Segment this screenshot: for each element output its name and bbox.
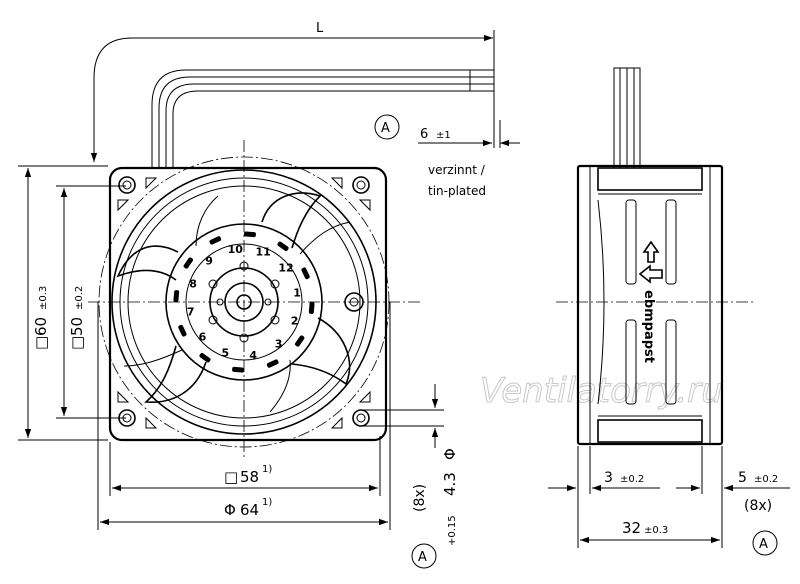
- airflow-arrow-icon: [642, 240, 660, 263]
- hub-slot: [209, 236, 222, 245]
- square-58-note: 1): [262, 464, 272, 475]
- hub-slot: [173, 290, 180, 303]
- square-60-value: 60: [32, 317, 50, 336]
- side-body: [576, 164, 724, 446]
- square-60-symbol: □: [32, 336, 50, 350]
- hub-holes: [208, 261, 280, 343]
- hole-count: (8x): [412, 484, 428, 512]
- impeller-number: 3: [275, 337, 283, 350]
- side-cable: [613, 67, 641, 169]
- impeller-number: 1: [293, 287, 301, 300]
- square-50-tolerance: ±0.2: [74, 286, 85, 310]
- dia-64-symbol: Φ: [224, 501, 236, 519]
- dimension-square-60: □ 60 ±0.3: [18, 165, 108, 441]
- hole-dia-tolerance: +0.15: [447, 515, 458, 546]
- impeller-number: 8: [189, 278, 197, 291]
- side-view: ebmpapst 3 ±0.2 5 ±0.2 (8x) 32 ±0.3 A: [548, 67, 790, 556]
- dimension-dia-64: Φ 64 1): [97, 302, 391, 530]
- flange-5-value: 5: [738, 470, 747, 486]
- impeller-number: 6: [199, 331, 207, 344]
- hole-dia-symbol: Φ: [441, 448, 459, 460]
- impeller-number: 12: [278, 261, 293, 274]
- hub-slot: [301, 267, 310, 280]
- lead-strip-value: 6: [420, 127, 428, 142]
- dimension-lead-strip: 6 ±1: [418, 120, 520, 148]
- dimension-depth-3: 3 ±0.2: [548, 446, 660, 494]
- detail-marker-bottom-right-label: A: [759, 537, 768, 552]
- impeller-number: 10: [228, 243, 244, 256]
- hole-dia-value: 4.3: [441, 472, 459, 496]
- plating-note-en: tin-plated: [428, 184, 486, 198]
- hub-shaft: [236, 294, 252, 310]
- hub-slot: [308, 301, 315, 314]
- detail-marker-top: [374, 114, 400, 140]
- top-flange: [597, 167, 703, 191]
- hub-ring: [185, 243, 303, 361]
- impeller-number: 9: [205, 255, 213, 268]
- impeller-number: 2: [291, 315, 299, 328]
- impeller-number: 7: [187, 305, 195, 318]
- length-label: L: [316, 21, 324, 36]
- hub-slot: [243, 231, 256, 238]
- hub-slot: [183, 257, 194, 269]
- dimension-width-32: 32 ±0.3: [577, 446, 723, 548]
- depth-3-value: 3: [604, 470, 613, 486]
- hub-slots: [173, 231, 315, 373]
- detail-marker-bottom-right: [752, 530, 778, 556]
- impeller-number: 5: [222, 347, 230, 360]
- detail-marker-top-label: A: [381, 121, 390, 136]
- flange-count: (8x): [744, 498, 772, 514]
- hub-slot: [294, 335, 305, 347]
- depth-3-tolerance: ±0.2: [620, 474, 644, 485]
- fan-blades: [116, 192, 351, 413]
- lead-strip-tolerance: ±1: [436, 130, 451, 141]
- rotation-arrow-icon: [638, 264, 663, 284]
- hub-inner: [209, 267, 279, 337]
- watermark: Ventilatorry.ru: [480, 371, 723, 411]
- square-58-symbol: □: [224, 468, 238, 486]
- fan-housing: [108, 166, 388, 442]
- envelope-circle: [98, 156, 390, 448]
- width-32-value: 32: [622, 519, 641, 537]
- square-50-value: 50: [68, 317, 86, 336]
- square-60-tolerance: ±0.3: [38, 286, 49, 310]
- dia-64-note: 1): [262, 497, 272, 508]
- flange-5-tolerance: ±0.2: [754, 474, 778, 485]
- dimension-square-50: □ 50 ±0.2: [56, 185, 126, 419]
- dimension-hole: +0.15 4.3 Φ (8x): [360, 384, 459, 546]
- hub-slot: [266, 359, 279, 368]
- hub-slot: [232, 366, 245, 373]
- hub-outer: [165, 223, 323, 381]
- venturi-outer: [111, 169, 377, 435]
- brand-label: ebmpapst: [641, 290, 656, 363]
- width-32-tolerance: ±0.3: [644, 525, 668, 536]
- dia-64-value: 64: [240, 501, 259, 519]
- hub-slot: [199, 352, 211, 363]
- hub-slot: [277, 241, 289, 252]
- hub-slot: [178, 324, 187, 337]
- venturi-inner: [119, 177, 369, 427]
- impeller-number: 4: [249, 349, 257, 362]
- plating-note-de: verzinnt /: [428, 163, 486, 177]
- hub-boss: [224, 282, 264, 322]
- square-58-value: 58: [240, 468, 259, 486]
- blade-tip-circle: [127, 185, 361, 419]
- dimension-flange-5: 5 ±0.2 (8x): [676, 446, 790, 514]
- bottom-flange: [597, 419, 703, 443]
- impeller-number: 11: [256, 245, 271, 258]
- cable: [151, 69, 494, 168]
- dimension-L: L: [90, 21, 495, 162]
- detail-marker-bottom-left: [411, 543, 437, 569]
- side-ribs: [597, 199, 677, 405]
- detail-marker-bottom-left-label: A: [418, 550, 427, 565]
- square-50-symbol: □: [68, 336, 86, 350]
- dimension-square-58: □ 58 1): [109, 436, 381, 496]
- front-view: L: [18, 21, 520, 569]
